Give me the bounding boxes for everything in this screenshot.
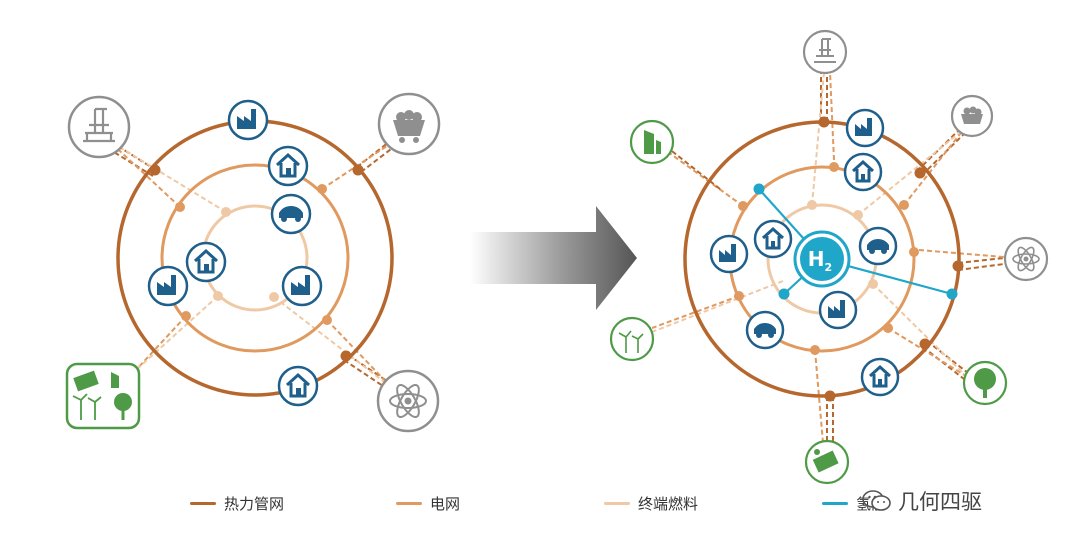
- solar-panel-icon: [804, 439, 850, 485]
- right-connectors: [651, 71, 1005, 444]
- legend-heat: 热力管网: [190, 488, 284, 518]
- house-icon: [843, 152, 883, 192]
- hydrogen-center: H2: [793, 230, 851, 288]
- factory-icon: [281, 265, 323, 307]
- house-icon: [185, 241, 227, 283]
- tree-icon: [962, 360, 1008, 406]
- hydrogen-symbol-sub: 2: [825, 261, 833, 274]
- house-icon: [267, 145, 309, 187]
- legend-heat-swatch: [190, 501, 216, 505]
- legend-power: 电网: [396, 488, 460, 518]
- car-icon: [858, 226, 898, 266]
- watermark: 几何四驱: [862, 481, 982, 521]
- factory-icon: [227, 99, 269, 141]
- wind-turbine-icon: [609, 316, 655, 362]
- legend-power-swatch: [396, 501, 422, 505]
- oil-rig-icon: [802, 29, 848, 75]
- house-icon: [753, 219, 793, 259]
- legend-fuel-swatch: [604, 501, 630, 505]
- factory-icon: [845, 108, 885, 148]
- transition-arrow: [470, 206, 637, 310]
- oil-rig-icon: [67, 95, 131, 159]
- left-connectors: [103, 137, 400, 391]
- nuclear-atom-icon: [376, 369, 440, 433]
- coal-cart-icon: [377, 92, 441, 156]
- left-junctions: [149, 164, 364, 362]
- wechat-icon: [862, 490, 891, 511]
- renewables-icon: [65, 362, 141, 430]
- legend-hydrogen-swatch: [822, 501, 848, 505]
- nuclear-atom-icon: [1003, 236, 1049, 282]
- watermark-text: 几何四驱: [898, 490, 982, 514]
- car-icon: [270, 193, 312, 235]
- legend-fuel-label: 终端燃料: [638, 494, 699, 513]
- legend-fuel: 终端燃料: [604, 488, 698, 518]
- factory-icon: [818, 290, 858, 330]
- hydrogen-symbol-main: H: [808, 247, 825, 271]
- biomass-icon: [629, 119, 675, 165]
- coal-cart-icon: [950, 94, 994, 138]
- car-icon: [745, 310, 785, 350]
- factory-icon: [147, 265, 189, 307]
- left-power-ring: [160, 163, 350, 353]
- house-icon: [860, 357, 900, 397]
- legend-heat-label: 热力管网: [224, 494, 285, 513]
- hydrogen-symbol: H2: [808, 247, 832, 274]
- left-diagram: [65, 92, 441, 433]
- right-diagram: H2: [609, 29, 1049, 485]
- factory-icon: [709, 234, 749, 274]
- legend-power-label: 电网: [430, 494, 461, 513]
- house-icon: [277, 365, 319, 407]
